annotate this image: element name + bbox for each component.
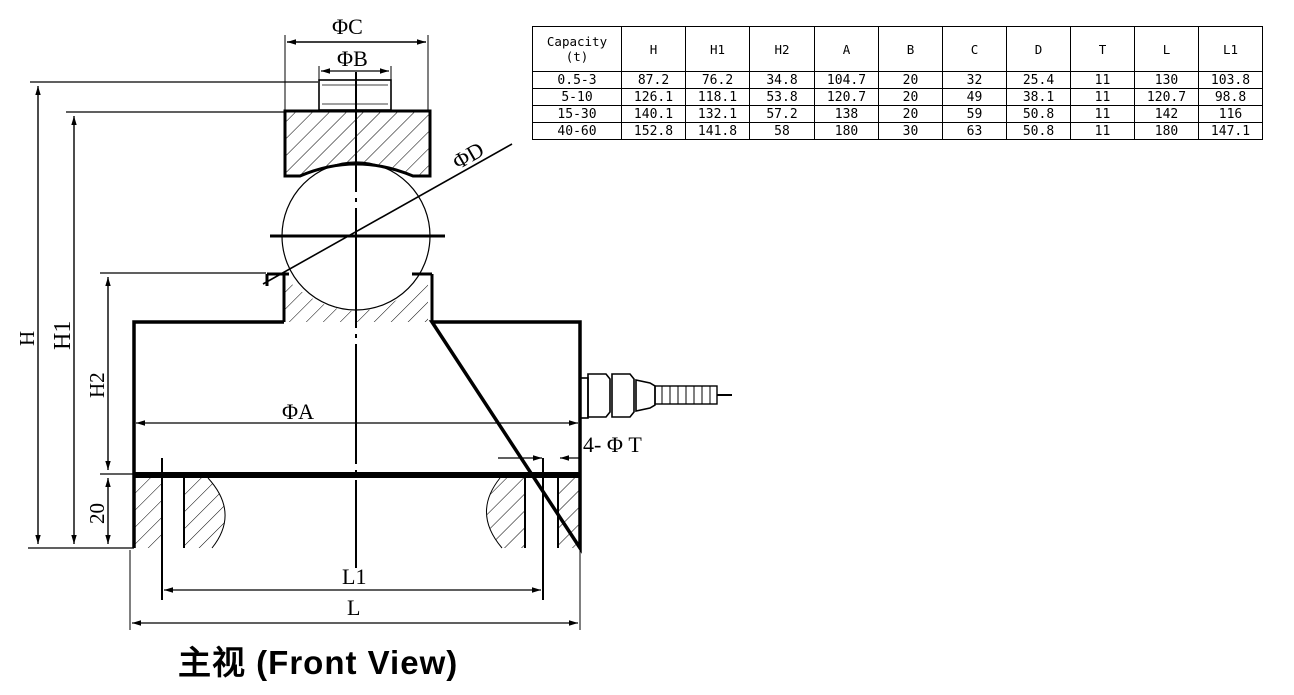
top-cap [283,109,432,178]
label-phi-b: ΦB [337,46,368,71]
table-cell: 30 [878,122,943,140]
table-cell: 32 [942,71,1007,89]
table-cell: 147.1 [1198,122,1263,140]
view-caption: 主视 (Front View) [178,644,459,681]
cable-connector [579,373,732,419]
table-cell: 76.2 [685,71,750,89]
dimension-lines [28,35,581,630]
table-cell: 34.8 [749,71,815,89]
label-h1: H1 [50,321,76,350]
table-cell: 25.4 [1006,71,1071,89]
label-l: L [347,595,360,620]
table-header-cell: B [878,26,943,72]
table-header-cell: D [1006,26,1071,72]
label-phi-d: ΦD [448,137,488,175]
table-cell: 20 [878,88,943,106]
table-cell: 98.8 [1198,88,1263,106]
table-cell: 20 [878,105,943,123]
table-cell: 152.8 [621,122,686,140]
table-cell: 141.8 [685,122,750,140]
table-cell: 20 [878,71,943,89]
table-cell: 142 [1134,105,1199,123]
table-cell: 49 [942,88,1007,106]
table-header-cell: H2 [749,26,815,72]
table-header-cell: C [942,26,1007,72]
table-cell: 118.1 [685,88,750,106]
table-cell: 180 [814,122,879,140]
table-cell: 50.8 [1006,122,1071,140]
base-hatch [134,458,580,600]
label-h: H [15,331,39,346]
table-cell: 11 [1070,71,1135,89]
table-cell: 87.2 [621,71,686,89]
table-cell: 57.2 [749,105,815,123]
table-cell: 11 [1070,88,1135,106]
table-cell: 120.7 [814,88,879,106]
table-header-cell: L1 [1198,26,1263,72]
table-header-cell: L [1134,26,1199,72]
table-header-cell: A [814,26,879,72]
table-cell: 130 [1134,71,1199,89]
table-cell: 5-10 [532,88,622,106]
table-header-cell: T [1070,26,1135,72]
label-l1: L1 [342,564,366,589]
table-cell: 180 [1134,122,1199,140]
table-cell: 138 [814,105,879,123]
table-header-cell: Capacity(t) [532,26,622,72]
table-cell: 59 [942,105,1007,123]
table-cell: 58 [749,122,815,140]
table-cell: 103.8 [1198,71,1263,89]
table-cell: 38.1 [1006,88,1071,106]
main-body [132,320,582,554]
table-header-cell: H [621,26,686,72]
table-header-cell: H1 [685,26,750,72]
table-cell: 140.1 [621,105,686,123]
label-four-phi-t: 4- Φ T [583,432,642,457]
label-phi-c: ΦC [332,14,363,39]
table-cell: 116 [1198,105,1263,123]
table-cell: 132.1 [685,105,750,123]
table-cell: 50.8 [1006,105,1071,123]
table-cell: 11 [1070,122,1135,140]
lower-cup [265,272,434,322]
table-cell: 0.5-3 [532,71,622,89]
table-cell: 40-60 [532,122,622,140]
table-cell: 11 [1070,105,1135,123]
table-cell: 15-30 [532,105,622,123]
table-cell: 120.7 [1134,88,1199,106]
table-cell: 63 [942,122,1007,140]
table-cell: 104.7 [814,71,879,89]
table-cell: 53.8 [749,88,815,106]
label-twenty: 20 [85,503,109,524]
label-phi-a: ΦA [282,399,314,424]
label-h2: H2 [85,372,109,398]
table-cell: 126.1 [621,88,686,106]
